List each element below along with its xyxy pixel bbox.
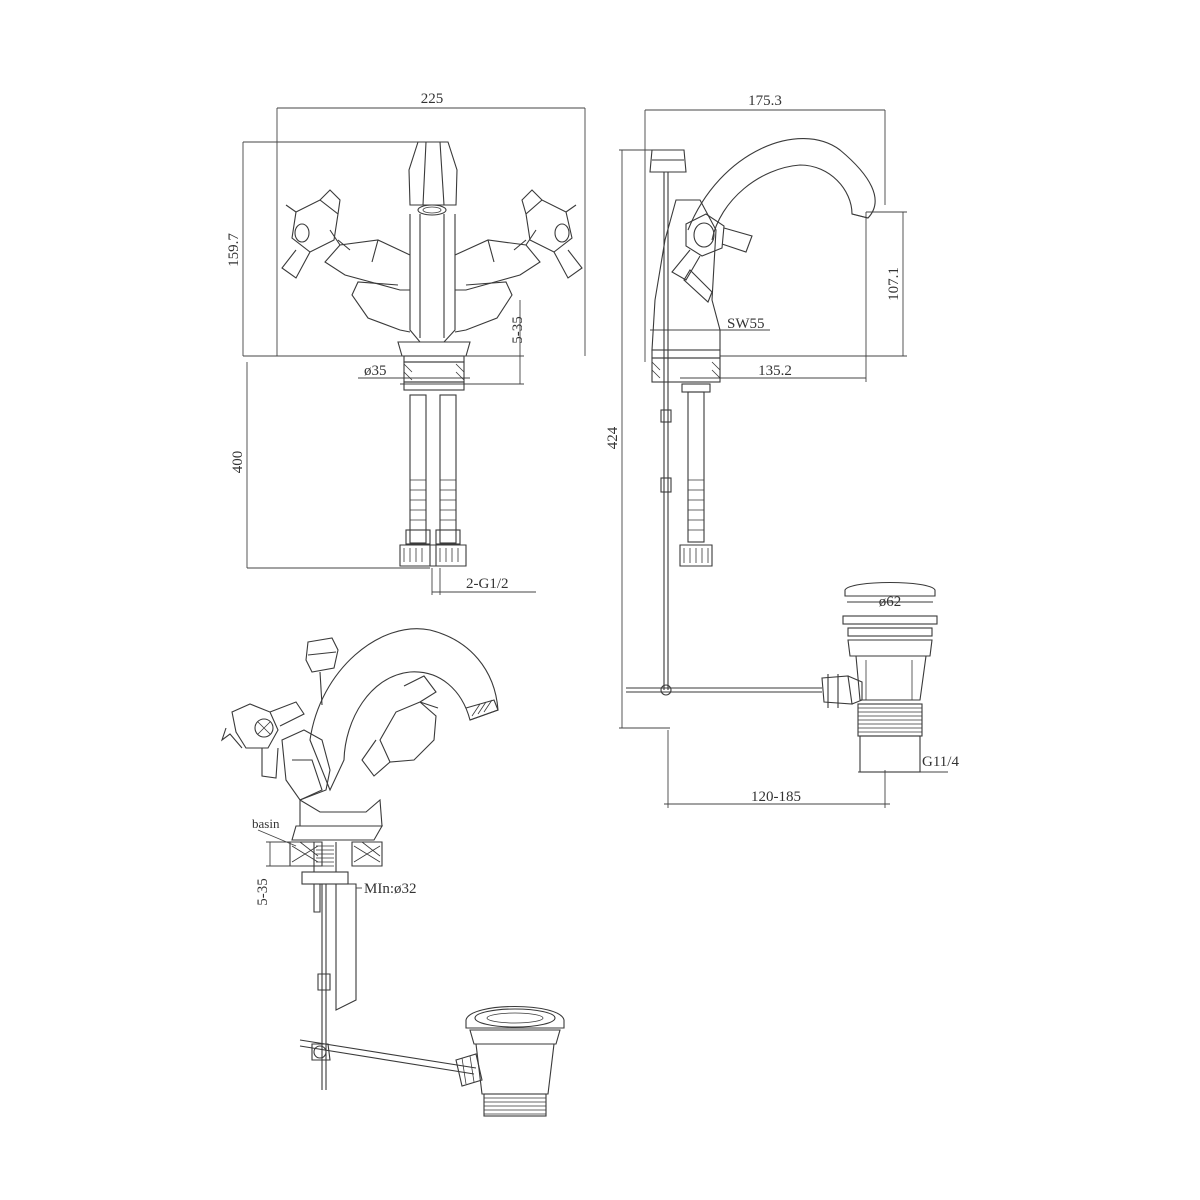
basin-label: basin — [252, 816, 280, 831]
deck-range-dimension: 5-35 — [510, 316, 526, 344]
hose-length-dimension: 400 — [230, 451, 246, 474]
reach-dimension: 135.2 — [758, 363, 792, 379]
rod-range-dimension: 120-185 — [751, 789, 801, 805]
inlet-thread-dimension: 2-G1/2 — [466, 576, 509, 592]
deck-range-dimension: 5-35 — [255, 878, 271, 906]
side-view: 175.3 107.1 SW55 135.2 424 ø62 G11/4 120… — [605, 93, 959, 808]
width-dimension: 225 — [421, 91, 444, 107]
install-view: basin 5-35 MIn:ø32 — [220, 628, 565, 1117]
wrench-size-label: SW55 — [727, 316, 765, 332]
spout-height-dimension: 107.1 — [886, 267, 902, 301]
waste-thread-dimension: G11/4 — [922, 754, 959, 770]
waste-diameter-dimension: ø62 — [879, 594, 902, 610]
hole-minimum-dimension: MIn:ø32 — [364, 881, 417, 897]
front-view: 225 159.7 5-35 ø35 400 2-G1/2 — [226, 91, 586, 595]
width-dimension: 175.3 — [748, 93, 782, 109]
height-dimension: 159.7 — [226, 233, 242, 267]
base-diameter-dimension: ø35 — [364, 363, 387, 379]
total-height-dimension: 424 — [605, 426, 621, 449]
